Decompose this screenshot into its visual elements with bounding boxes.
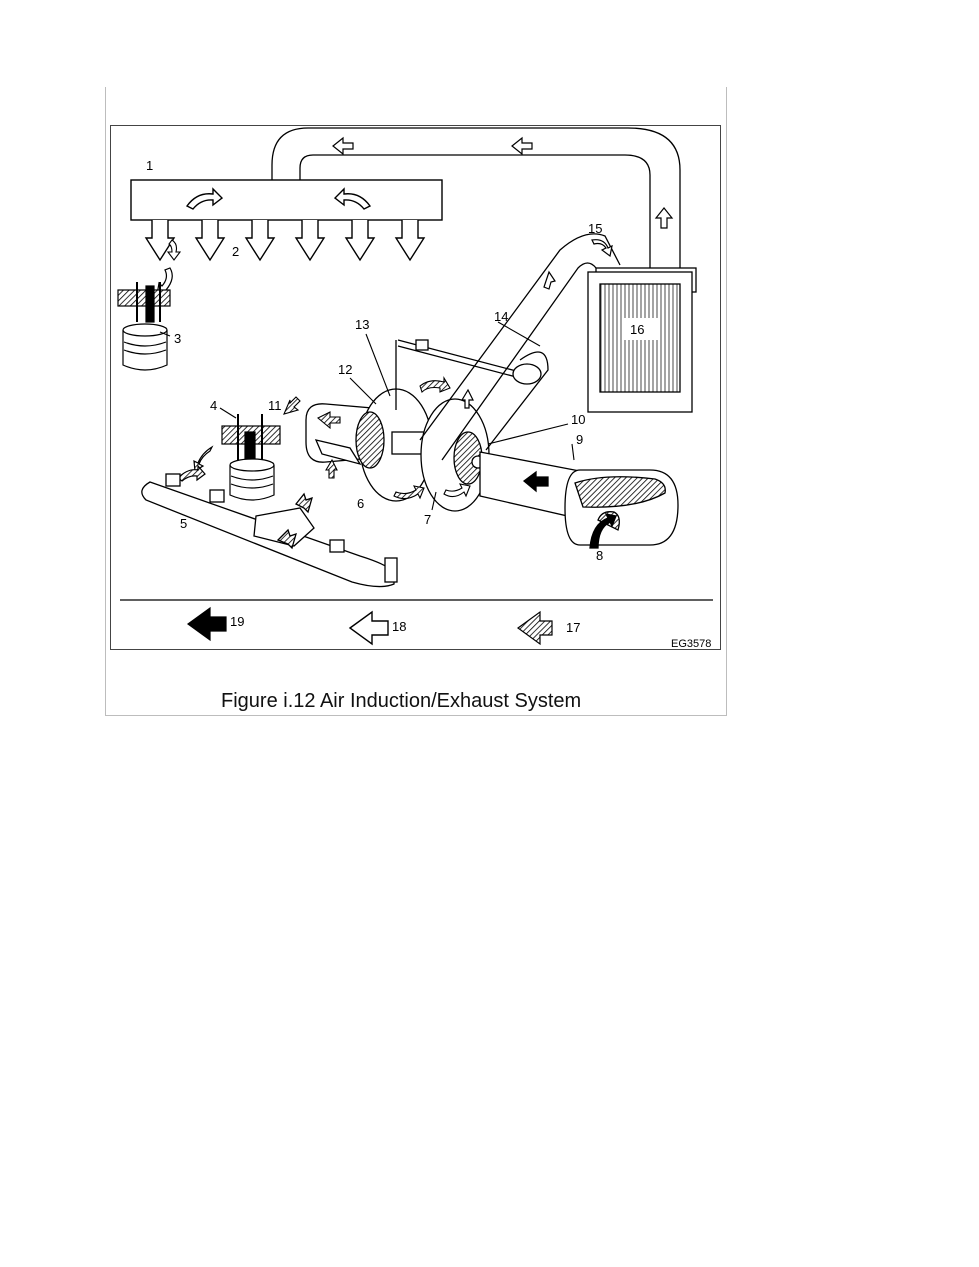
- outline-arrow-icon: [543, 270, 556, 290]
- callout-1: 1: [146, 158, 153, 173]
- outline-arrow-icon: [511, 136, 533, 156]
- callout-6: 6: [357, 496, 364, 511]
- hatched-arrow-icon: [516, 610, 553, 646]
- outline-arrow-icon: [332, 136, 354, 156]
- exhaust-cylinder: [177, 414, 281, 501]
- legend-label-18: 18: [392, 619, 406, 634]
- legend-label-17: 17: [566, 620, 580, 635]
- callout-15: 15: [588, 221, 602, 236]
- air-cleaner: [564, 469, 679, 549]
- outline-arrow-icon: [654, 207, 674, 229]
- figure-frame: [105, 87, 727, 716]
- flow-arrows: [166, 239, 471, 500]
- callout-10: 10: [571, 412, 585, 427]
- hatched-arrow-icon: [393, 485, 425, 500]
- figure-caption: Figure i.12 Air Induction/Exhaust System: [221, 690, 582, 712]
- intake-crossover-pipe: [271, 127, 681, 268]
- pipe-flow-arrows: [332, 136, 674, 229]
- callout-16: 16: [630, 322, 644, 337]
- callout-labels: 1 2 3 4 5 6 7 8 9 10 11 12 13 14 15 16: [146, 158, 644, 563]
- hatched-arrow-icon: [325, 458, 338, 479]
- callout-11: 11: [268, 398, 282, 413]
- outline-arrow-icon: [348, 610, 389, 646]
- outline-arrow-icon: [591, 239, 613, 258]
- callout-12: 12: [338, 362, 352, 377]
- wastegate-actuator: [395, 339, 549, 451]
- legend-label-19: 19: [230, 614, 244, 629]
- outline-arrow-icon: [460, 388, 474, 409]
- callout-3: 3: [174, 331, 181, 346]
- outlet-flow-arrows: [460, 239, 613, 409]
- hatched-arrow-icon: [419, 376, 451, 394]
- callout-8: 8: [596, 548, 603, 563]
- legend: 19 18 17 EG3578: [186, 606, 711, 650]
- callout-5: 5: [180, 516, 187, 531]
- callout-7: 7: [424, 512, 431, 527]
- outline-arrow-icon: [443, 483, 471, 498]
- outline-arrow-icon: [166, 239, 182, 261]
- hatched-arrow-icon: [317, 411, 341, 430]
- callout-2: 2: [232, 244, 239, 259]
- figure-code: EG3578: [671, 638, 711, 650]
- aftercooler: [587, 267, 697, 413]
- callout-14: 14: [494, 309, 508, 324]
- intake-manifold: [130, 179, 443, 262]
- solid-arrow-icon: [186, 606, 227, 642]
- callout-4: 4: [210, 398, 217, 413]
- solid-arrow-icon: [522, 470, 549, 493]
- callout-9: 9: [576, 432, 583, 447]
- callout-13: 13: [355, 317, 369, 332]
- intake-cylinder: [117, 267, 173, 371]
- exhaust-manifold: [141, 473, 398, 588]
- hatched-arrow-icon: [283, 396, 301, 415]
- leader-lines: [159, 321, 575, 511]
